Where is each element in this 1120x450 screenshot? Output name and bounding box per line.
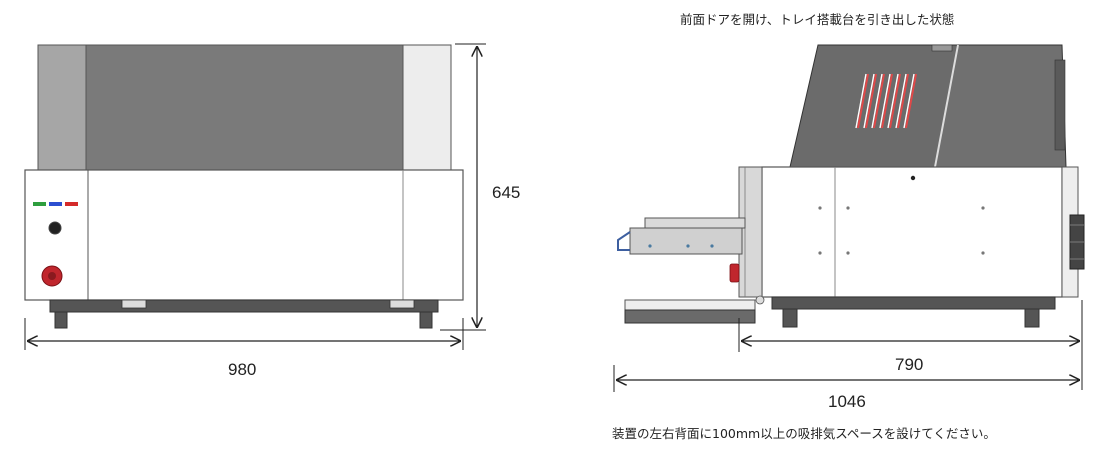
status-lamp-icon: [49, 202, 62, 206]
vent-grille-icon: [857, 73, 917, 129]
height-dimension-label: 645: [492, 183, 520, 202]
width-dimension-label: 980: [228, 360, 256, 379]
front-foot-left: [54, 311, 68, 329]
front-top-cover-left: [37, 44, 87, 171]
total-depth-dimension-label: 1046: [828, 392, 866, 411]
side-base: [771, 296, 1056, 310]
front-foot-right: [419, 311, 433, 329]
tray-carrier: [629, 227, 743, 255]
front-body: [24, 169, 464, 301]
side-view-caption: 前面ドアを開け、トレイ搭載台を引き出した状態: [680, 12, 954, 27]
side-view: 前面ドアを開け、トレイ搭載台を引き出した状態: [612, 12, 1085, 441]
tray-handle-icon: [617, 231, 631, 251]
tray-platform: [644, 217, 746, 229]
side-foot-rear: [1024, 308, 1040, 328]
status-lamp-icon: [33, 202, 46, 206]
body-depth-dimension-label: 790: [895, 355, 923, 374]
ventilation-note: 装置の左右背面に100mm以上の吸排気スペースを設けてください。: [612, 426, 996, 441]
front-view: 645 980: [24, 43, 520, 379]
side-body: [761, 166, 1063, 298]
side-lid-front: [789, 44, 959, 168]
side-foot-front: [782, 308, 798, 328]
front-top-cover: [85, 44, 404, 171]
front-top-cover-right: [402, 44, 452, 171]
external-tray: [624, 299, 756, 311]
front-base: [49, 299, 439, 313]
status-lamp-icon: [65, 202, 78, 206]
emergency-stop-icon: [729, 263, 740, 283]
knob-icon: [48, 221, 62, 235]
